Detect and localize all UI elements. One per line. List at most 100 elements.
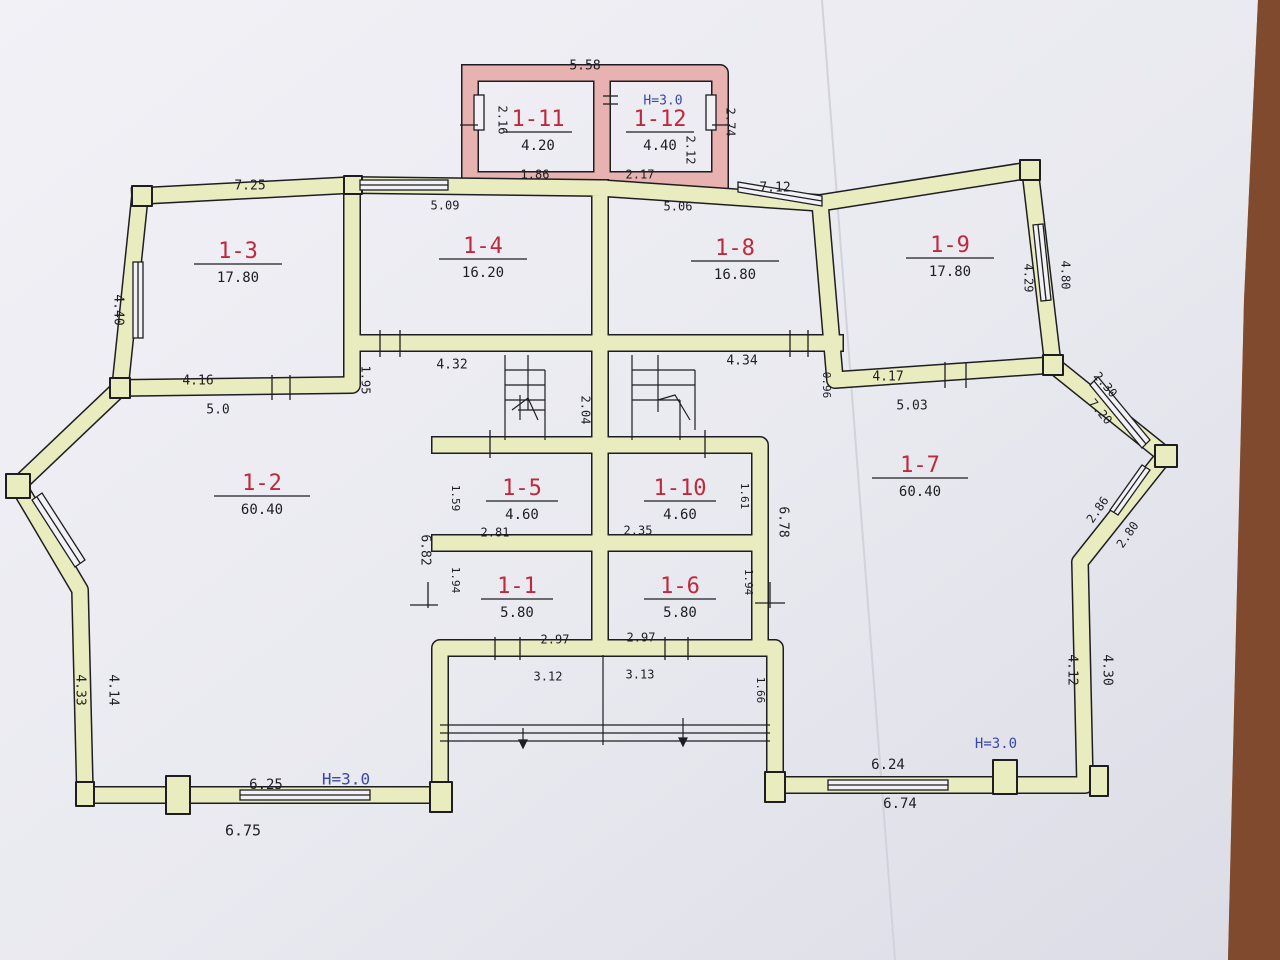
- dimension-d217: 2.17: [626, 168, 655, 182]
- dimension-d480: 4.80: [1059, 261, 1073, 290]
- windows: [31, 94, 1151, 801]
- room-area: 16.20: [462, 265, 504, 281]
- dimension-d194b: 1.94: [742, 569, 755, 596]
- dimension-d430: 4.30: [1100, 654, 1115, 685]
- dimension-d195: 1.95: [359, 366, 373, 395]
- dimension-d506: 5.06: [664, 200, 693, 214]
- window-left-bay: [31, 492, 86, 568]
- entrance-steps: [440, 655, 770, 750]
- room-number: 1-7: [900, 453, 940, 478]
- dimension-d412: 4.12: [1065, 654, 1080, 685]
- dimension-h30_top: H=3.0: [643, 94, 682, 109]
- room-1-7: 1-7 60.40: [872, 453, 968, 500]
- dimension-d212: 2.12: [684, 136, 698, 165]
- dimension-d682: 6.82: [418, 534, 433, 565]
- dimension-d50: 5.0: [206, 403, 229, 418]
- stairs: [504, 355, 696, 440]
- room-1-6: 1-6 5.80: [644, 574, 716, 621]
- window-right-bay-lower: [1109, 464, 1151, 516]
- room-number: 1-1: [497, 574, 537, 599]
- dimension-d429: 4.29: [1022, 264, 1036, 293]
- room-number: 1-4: [463, 234, 503, 259]
- window-bottom-right: [827, 779, 949, 791]
- dimension-d313: 3.13: [626, 668, 655, 682]
- room-number: 1-11: [512, 107, 565, 132]
- room-area: 60.40: [241, 502, 283, 518]
- stair-left: [504, 355, 546, 440]
- room-area: 5.80: [663, 605, 697, 621]
- room-number: 1-12: [634, 107, 687, 132]
- room-1-10: 1-10 4.60: [644, 476, 716, 523]
- annex-walls: [461, 64, 729, 194]
- room-1-4: 1-4 16.20: [439, 234, 527, 281]
- dimension-d161: 1.61: [738, 483, 751, 510]
- room-number: 1-8: [715, 236, 755, 261]
- room-number: 1-9: [930, 233, 970, 258]
- room-1-9: 1-9 17.80: [906, 233, 994, 280]
- room-1-11: 1-11 4.20: [504, 107, 572, 154]
- window-right-room9: [1032, 223, 1052, 302]
- door-marks: [271, 95, 967, 660]
- dimension-d312: 3.12: [534, 670, 563, 684]
- room-number: 1-2: [242, 471, 282, 496]
- stair-right: [631, 355, 696, 440]
- window-top-left: [359, 179, 449, 191]
- window-annex-right: [705, 94, 717, 131]
- dimension-d509: 5.09: [431, 199, 460, 213]
- window-right-bay-upper: [1089, 376, 1151, 449]
- room-labels: 1-11 4.20 1-12 4.40 1-3 17.80 1-4 16.20 1-8 16.80…: [194, 107, 994, 621]
- room-area: 4.20: [521, 138, 555, 154]
- room-1-8: 1-8 16.80: [691, 236, 779, 283]
- dimension-d440: 4.40: [111, 294, 126, 325]
- room-area: 16.80: [714, 267, 756, 283]
- dimension-d674: 6.74: [883, 796, 917, 812]
- dimension-d159: 1.59: [449, 485, 462, 512]
- dimension-d675: 6.75: [225, 822, 261, 840]
- dimension-d434: 4.34: [726, 354, 757, 369]
- room-area: 17.80: [929, 264, 971, 280]
- dimension-d414: 4.14: [106, 674, 121, 705]
- room-area: 4.40: [643, 138, 677, 154]
- dimension-d678: 6.78: [776, 506, 791, 537]
- window-left-room3: [132, 261, 144, 339]
- room-number: 1-3: [218, 239, 258, 264]
- dimension-d281: 2.81: [481, 526, 510, 540]
- room-number: 1-5: [502, 476, 542, 501]
- room-1-1: 1-1 5.80: [481, 574, 553, 621]
- room-number: 1-6: [660, 574, 700, 599]
- dimension-d417: 4.17: [872, 370, 903, 385]
- dimension-d216: 2.16: [496, 106, 510, 135]
- room-area: 4.60: [663, 507, 697, 523]
- dimension-d297a: 2.97: [541, 633, 570, 647]
- dimension-d433: 4.33: [73, 674, 88, 705]
- room-area: 17.80: [217, 270, 259, 286]
- window-bottom-left: [239, 789, 371, 801]
- room-area: 5.80: [500, 605, 534, 621]
- dimension-d204: 2.04: [579, 396, 593, 425]
- room-1-3: 1-3 17.80: [194, 239, 282, 286]
- dimension-d186: 1.86: [521, 168, 550, 182]
- room-area: 60.40: [899, 484, 941, 500]
- dimension-d725: 7.25: [234, 179, 265, 194]
- table-edge-shadow: [1228, 0, 1280, 960]
- dimension-d235: 2.35: [624, 524, 653, 538]
- dimension-d416: 4.16: [182, 374, 213, 389]
- dimension-d166: 1.66: [754, 677, 767, 704]
- dimension-d274: 2.74: [724, 108, 738, 137]
- dimension-d432: 4.32: [436, 358, 467, 373]
- dimension-h30_right: H=3.0: [975, 736, 1017, 752]
- dimension-d096: 0.96: [820, 372, 833, 399]
- dimension-d297b: 2.97: [627, 631, 656, 645]
- room-1-2: 1-2 60.40: [214, 471, 310, 518]
- dimension-d503: 5.03: [896, 399, 927, 414]
- window-top-right: [737, 181, 823, 207]
- room-1-12: 1-12 4.40: [626, 107, 694, 154]
- room-area: 4.60: [505, 507, 539, 523]
- room-number: 1-10: [654, 476, 707, 501]
- window-annex-left: [473, 94, 485, 131]
- wall-pillars: [5, 159, 1178, 815]
- paper-fold-line: [821, 0, 896, 960]
- dimension-d194a: 1.94: [449, 567, 462, 594]
